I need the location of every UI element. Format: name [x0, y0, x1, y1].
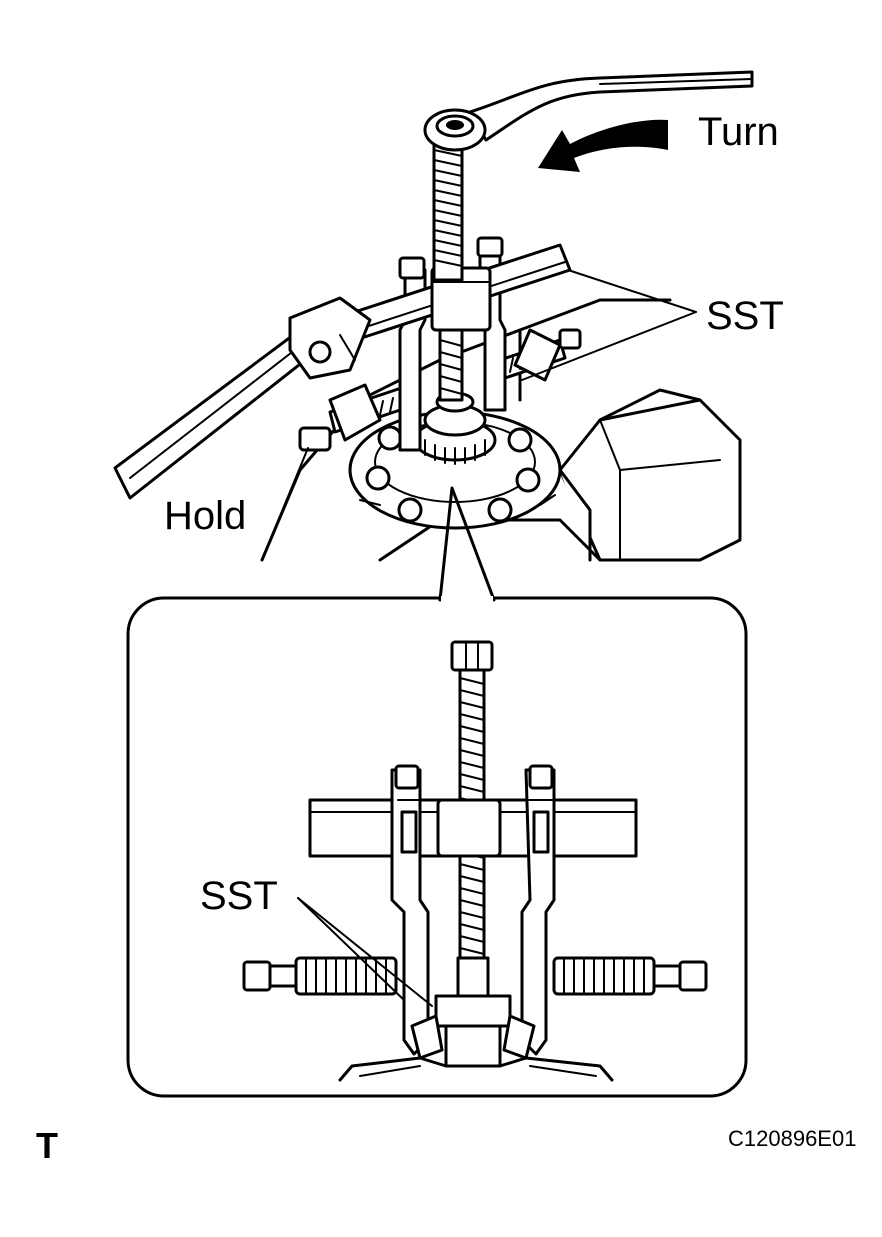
forcing-screw: [432, 128, 464, 402]
turn-label: Turn: [698, 110, 779, 154]
figure-code: C120896E01: [728, 1126, 857, 1151]
sst-label-main: SST: [706, 294, 784, 338]
sst-label-inset: SST: [200, 874, 278, 918]
leader-lines-main: [261, 269, 697, 561]
puller-crossbar: [328, 243, 572, 347]
hold-label: Hold: [164, 494, 247, 538]
main-assembly-view: [113, 70, 754, 602]
detail-callout-pointer: [438, 486, 496, 602]
bearing: [413, 391, 497, 465]
ring-wrench: [423, 70, 754, 152]
corner-mark: T: [36, 1125, 58, 1166]
inset-detail-view: [126, 596, 748, 1098]
turn-arrow: [538, 119, 668, 172]
puller-side-screws: [298, 328, 582, 452]
adjustable-wrench: [113, 296, 372, 500]
